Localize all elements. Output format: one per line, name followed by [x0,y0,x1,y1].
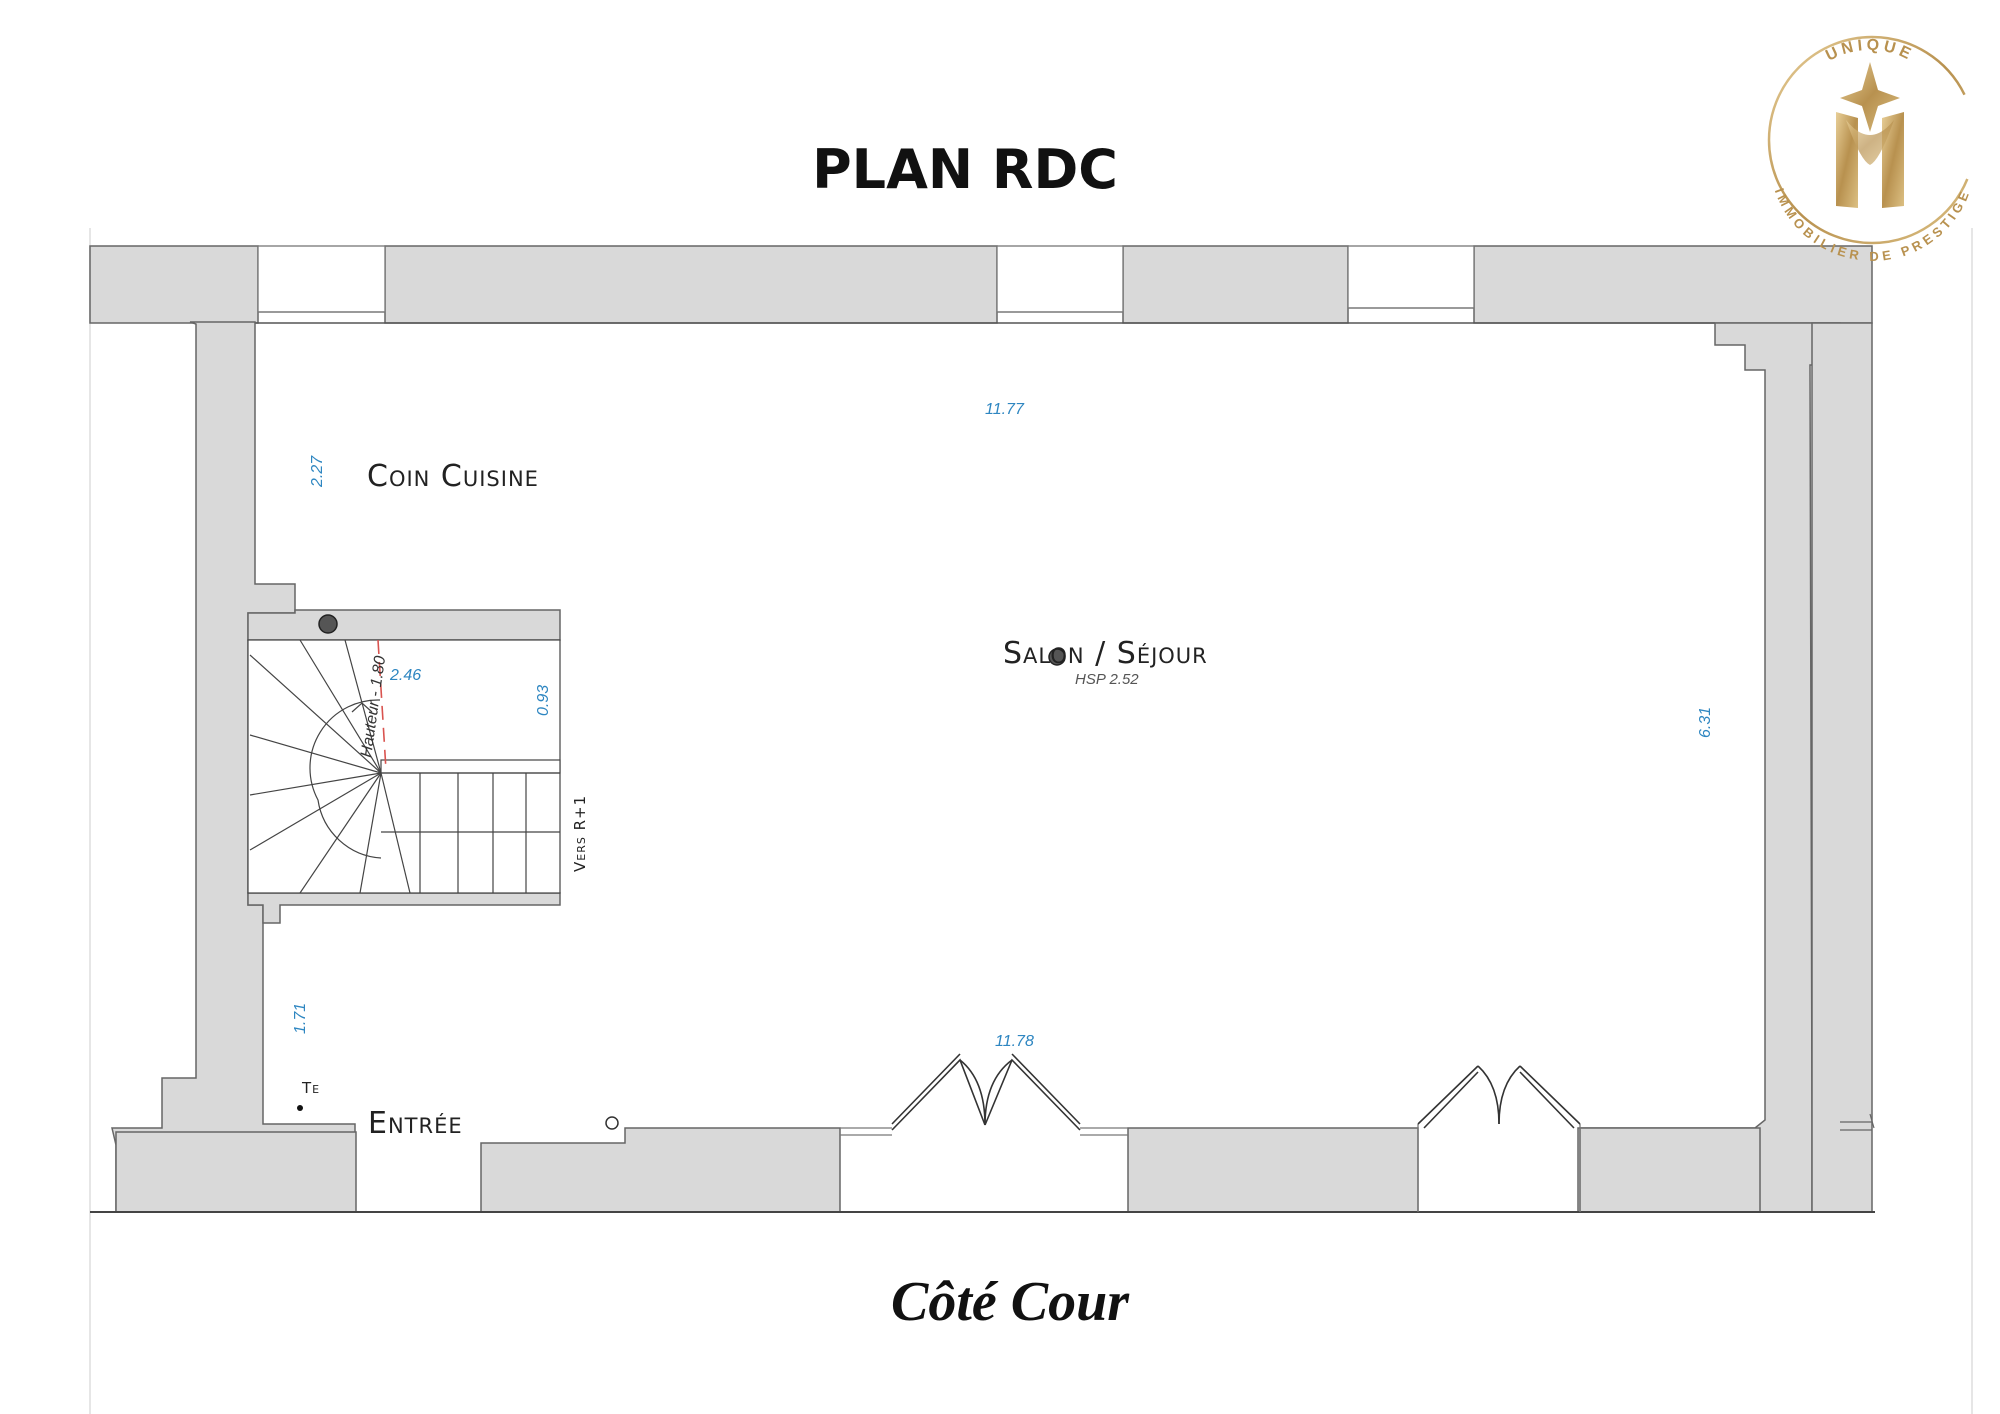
wall-left [111,321,356,1213]
wall-top-3 [1122,245,1349,324]
plan-title: PLAN RDC [812,138,1118,201]
dim-bottom-width: 11.78 [995,1033,1034,1050]
room-te: Te [301,1079,320,1097]
pipe-marker-living [1048,648,1066,666]
wall-bottom-3 [1127,1127,1419,1213]
wall-bottom-2 [480,1127,841,1213]
wall-top-1 [89,245,259,324]
wall-stair-bottom [247,892,561,924]
dim-top-width: 11.77 [985,401,1025,418]
room-entrance: Entrée [368,1106,463,1141]
dim-stair-width: 2.46 [389,667,421,684]
wall-top-4 [1473,245,1873,324]
window-sills-bottom [840,1124,1581,1212]
markers [297,614,1066,1130]
dim-entrance-depth: 1.71 [292,1003,309,1034]
room-living-height: HSP 2.52 [1075,671,1139,688]
room-living: Salon / Séjour [1003,636,1208,671]
dim-kitchen-depth: 2.27 [309,455,326,488]
dim-right-depth: 6.31 [1697,707,1714,738]
te-dot [297,1105,303,1111]
staircase [247,639,561,894]
wall-stair-top [247,609,561,641]
dim-stair-depth: 0.93 [535,685,552,716]
wall-right-outer [1811,322,1873,1213]
wall-bottom-1 [115,1131,357,1213]
wall-bottom-4 [1579,1127,1761,1213]
dimensions: 11.77 11.78 6.31 2.27 2.46 0.93 1.71 [292,401,1714,1050]
right-sill [1840,1113,1875,1131]
brand-logo: UNIQUE IMMOBILIER DE PRESTIGE [1767,35,1977,264]
wall-top-2 [384,245,998,324]
pipe-marker-kitchen [318,614,338,634]
courtyard-label: Côté Cour [891,1271,1130,1333]
logo-star-icon [1840,62,1900,132]
stairs-label: Vers R+1 [571,795,589,872]
room-kitchen: Coin Cuisine [367,459,539,494]
outlet-marker [605,1116,619,1130]
french-doors [891,1053,1581,1131]
windows-top [257,245,1475,313]
